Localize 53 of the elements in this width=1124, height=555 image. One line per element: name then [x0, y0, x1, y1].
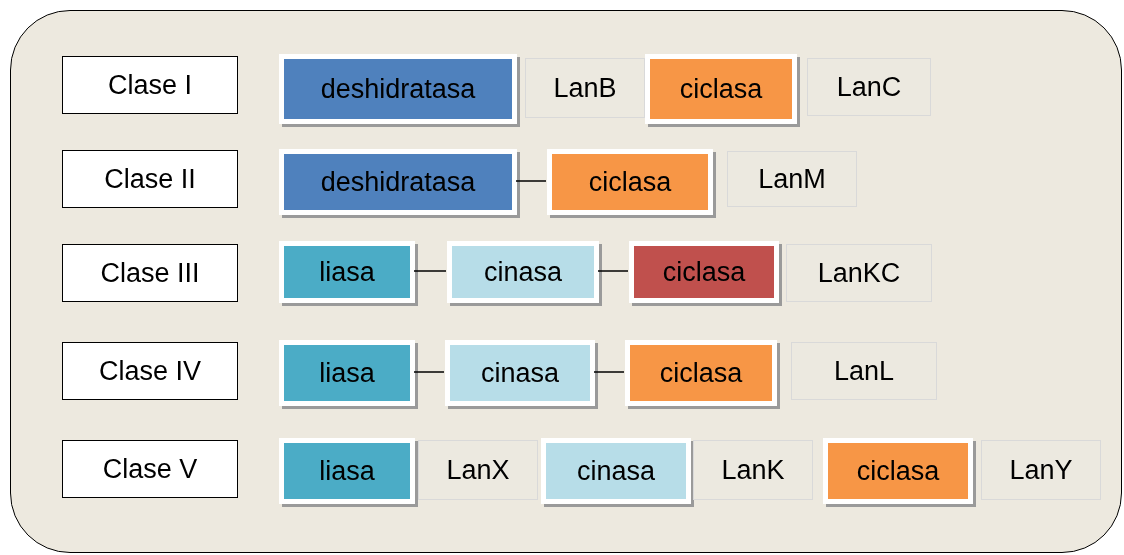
domain-box: [279, 438, 415, 504]
class-name: Clase V: [102, 453, 198, 485]
gene-name-box: [693, 440, 813, 500]
domain-box: [279, 54, 517, 124]
domain-box: [447, 241, 599, 303]
domain-box: [541, 438, 691, 504]
gene-name: LanK: [721, 454, 785, 486]
domain-name: cinasa: [576, 455, 655, 487]
class-label-box: [62, 56, 238, 114]
class-label-box: [62, 150, 238, 208]
domain-box: [279, 340, 415, 406]
domain-name: ciclasa: [662, 256, 746, 288]
gene-name-box: [525, 58, 645, 118]
domain-box: [823, 438, 973, 504]
gene-name: LanY: [1009, 454, 1073, 486]
domain-name: liasa: [319, 256, 375, 288]
domain-box: [445, 340, 595, 406]
class-name: Clase IV: [98, 355, 201, 387]
gene-name: LanC: [836, 71, 902, 103]
domain-name: liasa: [319, 357, 375, 389]
domain-name: cinasa: [480, 357, 559, 389]
gene-name: LanB: [553, 72, 617, 104]
class-name: Clase I: [107, 69, 192, 101]
domain-name: ciclasa: [659, 357, 743, 389]
gene-name: LanM: [758, 163, 826, 195]
connector-line: [515, 180, 547, 182]
panel-background: [10, 10, 1122, 553]
domain-name: ciclasa: [856, 455, 940, 487]
class-name: Clase II: [104, 163, 196, 195]
domain-box: [279, 241, 415, 303]
domain-name: liasa: [319, 455, 375, 487]
connector-line: [593, 371, 625, 373]
gene-name: LanX: [446, 454, 510, 486]
class-name: Clase III: [100, 257, 200, 289]
domain-box: [547, 149, 713, 215]
connector-line: [413, 371, 445, 373]
class-label-box: [62, 342, 238, 400]
domain-name: deshidratasa: [320, 166, 476, 198]
class-label-box: [62, 244, 238, 302]
connector-line: [597, 270, 629, 272]
domain-box: [279, 149, 517, 215]
gene-name: LanKC: [817, 257, 901, 289]
domain-name: deshidratasa: [320, 73, 476, 105]
domain-box: [629, 241, 779, 303]
domain-box: [625, 340, 777, 406]
class-label-box: [62, 440, 238, 498]
domain-name: ciclasa: [679, 73, 763, 105]
domain-box: [645, 54, 797, 124]
gene-name: LanL: [833, 355, 895, 387]
connector-line: [413, 270, 447, 272]
gene-name-box: [418, 440, 538, 500]
domain-name: ciclasa: [588, 166, 672, 198]
domain-name: cinasa: [483, 256, 562, 288]
